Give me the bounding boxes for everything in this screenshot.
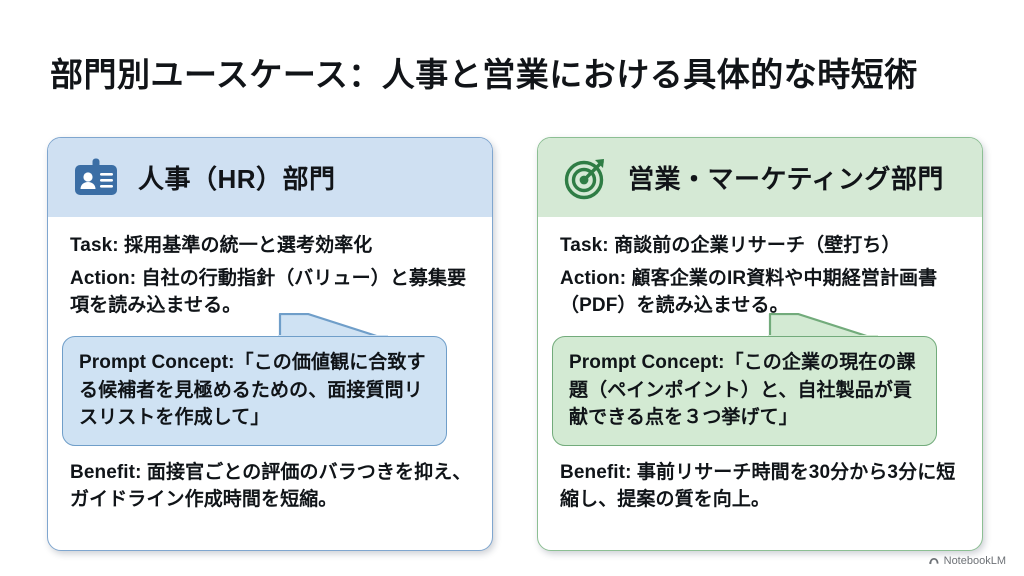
card-body-hr: Task: 採用基準の統一と選考効率化 Action: 自社の行動指針（バリュー… [48, 217, 492, 320]
card-hr-department: 人事（HR）部門 Task: 採用基準の統一と選考効率化 Action: 自社の… [47, 137, 493, 551]
sales-prompt-bubble: Prompt Concept:「この企業の現在の課題（ペインポイント）と、自社製… [552, 335, 937, 447]
sales-benefit-wrap: Benefit: 事前リサーチ時間を30分から3分に短縮し、提案の質を向上。 [538, 460, 982, 514]
hr-benefit-wrap: Benefit: 面接官ごとの評価のバラつきを抑え、ガイドライン作成時間を短縮。 [48, 460, 492, 514]
sales-action-line: Action: 顧客企業のIR資料や中期経営計画書（PDF）を読み込ませる。 [560, 267, 938, 316]
notebooklm-logo-icon [928, 558, 939, 565]
hr-benefit-line: Benefit: 面接官ごとの評価のバラつきを抑え、ガイドライン作成時間を短縮。 [70, 462, 472, 511]
hr-prompt-concept-text: Prompt Concept:「この価値観に合致する候補者を見極めるための、面接… [79, 351, 426, 429]
id-badge-icon [75, 158, 117, 195]
watermark: NotebookLM [928, 555, 1006, 567]
target-dart-icon [564, 158, 604, 199]
hr-prompt-bubble-wrap: Prompt Concept:「この価値観に合致する候補者を見極めるための、面接… [62, 312, 447, 447]
sales-benefit-line: Benefit: 事前リサーチ時間を30分から3分に短縮し、提案の質を向上。 [560, 462, 956, 511]
card-body-sales-marketing: Task: 商談前の企業リサーチ（壁打ち） Action: 顧客企業のIR資料や… [538, 217, 982, 320]
hr-prompt-bubble: Prompt Concept:「この価値観に合致する候補者を見極めるための、面接… [62, 335, 447, 447]
watermark-label: NotebookLM [943, 555, 1006, 567]
page-title: 部門別ユースケース：人事と営業における具体的な時短術 [50, 56, 918, 93]
hr-task-line: Task: 採用基準の統一と選考効率化 [70, 235, 373, 256]
card-title-sales-marketing: 営業・マーケティング部門 [628, 164, 944, 194]
sales-prompt-bubble-wrap: Prompt Concept:「この企業の現在の課題（ペインポイント）と、自社製… [552, 312, 937, 447]
card-sales-marketing-department: 営業・マーケティング部門 Task: 商談前の企業リサーチ（壁打ち） Actio… [537, 137, 983, 551]
sales-task-line: Task: 商談前の企業リサーチ（壁打ち） [560, 235, 901, 256]
hr-action-line: Action: 自社の行動指針（バリュー）と募集要項を読み込ませる。 [70, 267, 467, 316]
sales-prompt-concept-text: Prompt Concept:「この企業の現在の課題（ペインポイント）と、自社製… [569, 351, 916, 429]
card-header-hr: 人事（HR）部門 [48, 138, 492, 217]
card-title-hr: 人事（HR）部門 [138, 164, 336, 194]
card-header-sales-marketing: 営業・マーケティング部門 [538, 138, 982, 217]
